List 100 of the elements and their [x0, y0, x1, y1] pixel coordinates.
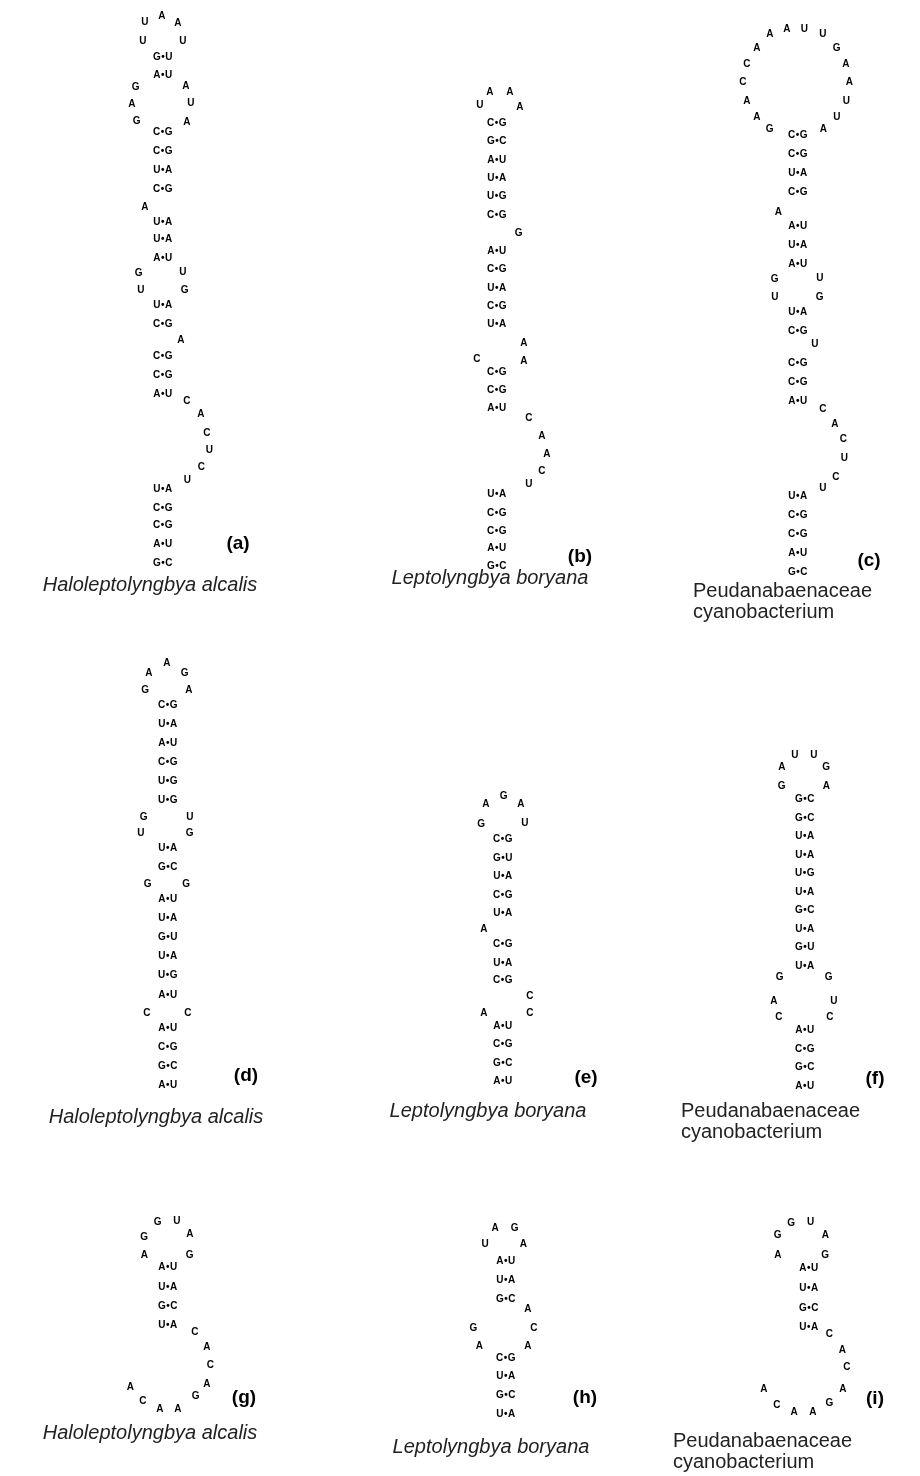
base-pair: G•C: [795, 1062, 815, 1073]
nucleotide: A: [156, 1403, 164, 1414]
nucleotide: C: [775, 1012, 783, 1023]
nucleotide: A: [203, 1379, 211, 1390]
nucleotide: G: [191, 1391, 201, 1402]
base-pair: C•G: [487, 385, 507, 396]
nucleotide: G: [825, 1397, 834, 1408]
base-pair: A•U: [158, 1261, 178, 1272]
species-name: Leptolyngbya boryana: [389, 1098, 587, 1123]
nucleotide: C: [739, 76, 747, 87]
nucleotide: A: [838, 1344, 847, 1355]
base-pair: A•U: [795, 1080, 815, 1091]
base-pair: U•G: [487, 191, 507, 202]
nucleotide: A: [842, 58, 850, 69]
base-pair: U•A: [788, 491, 808, 501]
nucleotide: A: [809, 1407, 817, 1418]
nucleotide: A: [486, 86, 494, 97]
nucleotide: A: [821, 1229, 830, 1240]
base-pair: G•C: [496, 1389, 516, 1400]
nucleotide: U: [183, 475, 192, 485]
base-pair: C•G: [153, 503, 173, 514]
nucleotide: G: [185, 1249, 195, 1260]
nucleotide: U: [481, 1239, 490, 1250]
nucleotide: A: [482, 798, 490, 809]
nucleotide: C: [184, 1007, 192, 1018]
nucleotide: G: [821, 1249, 830, 1260]
nucleotide: C: [197, 461, 206, 472]
base-pair: C•G: [487, 118, 507, 128]
base-pair: U•A: [795, 960, 815, 971]
base-pair: U•G: [158, 776, 178, 786]
nucleotide: C: [773, 1399, 781, 1410]
nucleotide: C: [743, 58, 751, 69]
nucleotide: U: [187, 97, 195, 108]
base-pair: U•A: [795, 886, 815, 897]
base-pair: A•U: [158, 893, 178, 904]
base-pair: U•A: [487, 172, 507, 183]
nucleotide: U: [139, 35, 147, 46]
base-pair: U•A: [158, 842, 178, 853]
nucleotide: U: [137, 285, 145, 296]
base-pair: C•G: [153, 369, 173, 380]
nucleotide: U: [819, 29, 827, 40]
nucleotide: A: [766, 29, 774, 40]
base-pair: A•U: [487, 246, 507, 257]
base-pair: U•A: [493, 908, 513, 918]
base-pair: A•U: [153, 388, 173, 399]
base-pair: U•A: [795, 849, 815, 860]
base-pair: C•G: [158, 1042, 178, 1052]
nucleotide: U: [810, 749, 818, 760]
nucleotide: A: [475, 1341, 484, 1352]
nucleotide: A: [186, 1229, 194, 1240]
nucleotide: A: [126, 1382, 135, 1393]
nucleotide: G: [153, 1216, 163, 1227]
nucleotide: G: [139, 812, 149, 823]
nucleotide: U: [205, 444, 214, 455]
base-pair: U•A: [493, 957, 513, 968]
nucleotide: U: [771, 291, 779, 302]
base-pair: C•G: [158, 700, 178, 710]
base-pair: G•C: [799, 1302, 819, 1313]
nucleotide: A: [524, 1341, 532, 1352]
base-pair: U•A: [153, 217, 173, 228]
nucleotide: A: [203, 1342, 211, 1353]
base-pair: G•C: [795, 794, 815, 804]
nucleotide: A: [197, 409, 205, 420]
nucleotide: U: [525, 478, 533, 489]
base-pair: A•U: [158, 1080, 178, 1090]
base-pair: C•G: [487, 209, 507, 220]
nucleotide: G: [140, 1232, 149, 1243]
nucleotide: C: [203, 428, 211, 438]
base-pair: U•G: [158, 795, 178, 805]
nucleotide: U: [141, 17, 149, 28]
base-pair: C•G: [788, 529, 808, 539]
base-pair: U•A: [158, 1281, 178, 1292]
nucleotide: U: [830, 995, 838, 1006]
species-name: Leptolyngbya boryana: [392, 1434, 590, 1459]
base-pair: U•A: [795, 923, 815, 934]
base-pair: A•U: [153, 253, 173, 264]
base-pair: G•C: [487, 136, 507, 147]
base-pair: C•G: [487, 526, 507, 537]
base-pair: A•U: [158, 738, 178, 748]
base-pair: A•U: [788, 259, 808, 270]
base-pair: C•G: [493, 974, 513, 985]
base-pair: C•G: [153, 350, 173, 361]
nucleotide: G: [770, 274, 780, 285]
base-pair: A•U: [158, 989, 178, 1000]
species-name: Peudanabaenaceae cyanobacterium: [693, 580, 874, 622]
panel-label: (g): [231, 1386, 257, 1406]
base-pair: U•A: [799, 1283, 819, 1294]
nucleotide: G: [182, 878, 191, 889]
nucleotide: U: [819, 483, 827, 494]
base-pair: C•G: [788, 358, 808, 368]
species-name: Haloleptolyngbya alcalis: [48, 1104, 264, 1129]
nucleotide: U: [816, 273, 824, 284]
base-pair: C•G: [795, 1043, 815, 1054]
base-pair: G•U: [493, 852, 513, 863]
base-pair: C•G: [153, 520, 173, 531]
nucleotide: A: [783, 23, 791, 34]
species-name: Haloleptolyngbya alcalis: [42, 572, 258, 597]
nucleotide: A: [845, 76, 854, 87]
nucleotide: U: [137, 828, 145, 839]
base-pair: A•U: [496, 1255, 516, 1266]
